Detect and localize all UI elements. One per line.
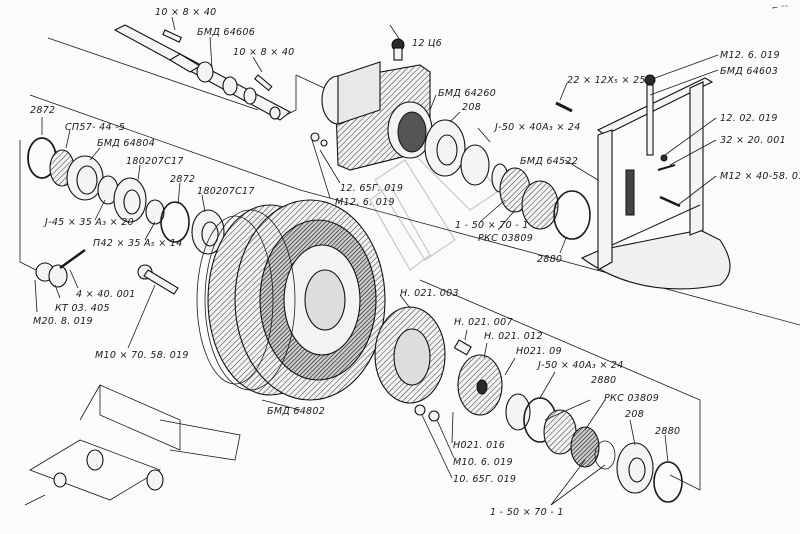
label-bearing-180207-1: 180207С17 (126, 156, 184, 167)
bolt-m10 (137, 264, 179, 295)
pin-h021007 (453, 339, 472, 356)
label-spacer-j50-top: Ј-50 × 40А₃ × 24 (493, 122, 581, 133)
label-washer-10-65g: 10. 65Г. 019 (453, 474, 516, 485)
label-bolt-22x12: 22 × 12Х₅ × 25 (567, 75, 646, 86)
label-seal-pks-bottom: РКС 03809 (604, 393, 659, 404)
label-housing: БМД 64260 (438, 88, 496, 99)
label-ring-2872-left: 2872 (30, 105, 55, 116)
label-grease-fitting: 12 Ц6 (412, 38, 442, 49)
label-flange: Н. 021. 012 (484, 331, 543, 342)
pulley (196, 199, 386, 401)
grease-fitting (391, 38, 405, 61)
label-pin-32x20: 32 × 20. 001 (720, 135, 786, 146)
bearing-housing (321, 61, 433, 171)
label-bolt-m10: М10 × 70. 58. 019 (95, 350, 189, 361)
label-cap-bmd64522: БМД 64522 (520, 156, 578, 167)
label-ring-2880-bottom-2: 2880 (655, 426, 680, 437)
label-washer-kt: КТ 03. 405 (55, 303, 110, 314)
label-bearing-208-top: 208 (462, 102, 481, 113)
label-spacer-p42: П42 × 35 А₅ × 14 (93, 238, 183, 249)
label-pulley: БМД 64802 (267, 406, 325, 417)
leader-lines (34, 16, 719, 506)
label-bolt-m12x40: М12 × 40-58. 019 (720, 171, 800, 182)
corner-mark: ⌐ ⁼⁼ (772, 4, 789, 12)
label-seal-pks-top: РКС 03809 (478, 233, 533, 244)
label-seal-sp57: СП57- 44 -5 (65, 122, 125, 133)
label-bearing-208-bottom: 208 (625, 409, 644, 420)
nut-washer-group (35, 248, 86, 288)
shaft (113, 24, 291, 121)
baler-overview-sketch (24, 384, 241, 506)
washer-65g (310, 132, 320, 142)
label-pin-h021007: Н. 021. 007 (454, 317, 513, 328)
washer-10-65g (414, 404, 426, 416)
label-spacer-j50-bottom: Ј-50 × 40А₃ × 24 (536, 360, 624, 371)
label-ring-2872-mid: 2872 (170, 174, 195, 185)
label-seal-1-50-top: 1 - 50 × 70 - 1 (455, 220, 529, 231)
label-nut-m12-left: М12. 6. 019 (335, 197, 395, 208)
nut-m10 (428, 410, 440, 422)
part-labels: 10 × 8 × 40 БМД 64606 10 × 8 × 40 12 Ц6 … (30, 7, 800, 518)
label-key-h021016: Н021. 016 (453, 440, 505, 451)
label-washer-65g: 12. 65Г. 019 (340, 183, 403, 194)
label-ball-12-02: 12. 02. 019 (720, 113, 778, 124)
label-bearing-180207-2: 180207С17 (197, 186, 255, 197)
label-nut-m12-stand: М12. 6. 019 (720, 50, 780, 61)
flange (457, 354, 503, 416)
bearing-208-top (424, 119, 466, 177)
label-shaft: БМД 64606 (197, 27, 255, 38)
label-pin-top-2: 10 × 8 × 40 (233, 47, 295, 58)
label-nut-m10: М10. 6. 019 (453, 457, 513, 468)
bolt-22x12 (555, 101, 573, 113)
hub (374, 306, 446, 404)
label-screw-bmd64603: БМД 64603 (720, 66, 778, 77)
stand (580, 74, 731, 290)
label-hub: Н. 021. 003 (400, 288, 459, 299)
label-ring-2880-top: 2880 (537, 254, 562, 265)
label-spacer-h02109: Н021. 09 (516, 346, 562, 357)
label-cotter-pin: 4 × 40. 001 (76, 289, 136, 300)
label-spacer-j45: Ј-45 × 35 А₃ × 20 (43, 217, 134, 228)
seal-stack-top (460, 144, 591, 240)
label-ring-2880-bottom-1: 2880 (591, 375, 616, 386)
nut-m12-left (320, 139, 328, 147)
left-bearing-stack (27, 137, 225, 255)
label-nut-m20: М20. 8. 019 (33, 316, 93, 327)
label-pin-top-1: 10 × 8 × 40 (155, 7, 217, 18)
label-seal-1-50-bottom: 1 - 50 × 70 - 1 (490, 507, 564, 518)
pin-top-2 (254, 74, 273, 92)
label-cap-bmd64804: БМД 64804 (97, 138, 155, 149)
pin-top-1 (162, 29, 183, 43)
bottom-bearing-stack (505, 393, 683, 503)
